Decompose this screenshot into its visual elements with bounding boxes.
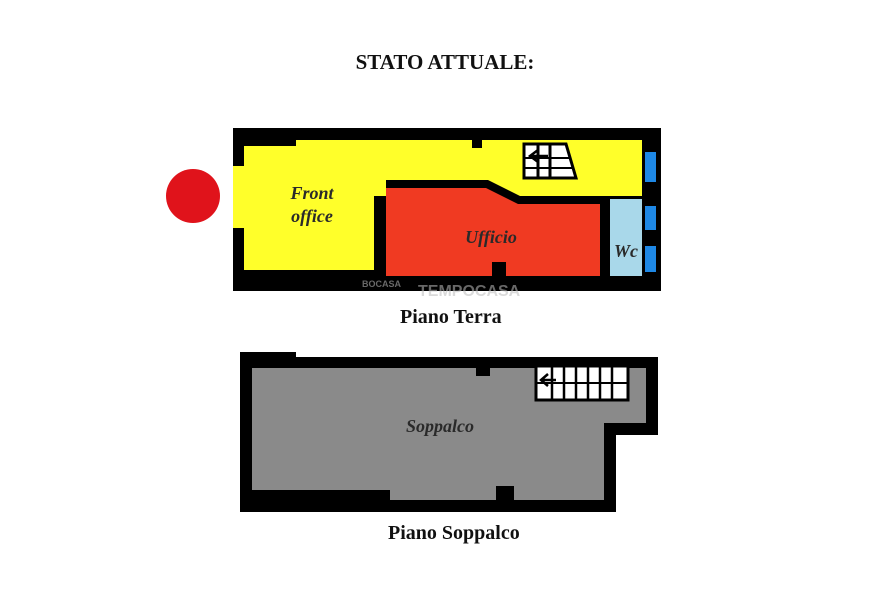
staircase-ground — [522, 142, 579, 180]
wc-label: Wc — [614, 241, 638, 261]
mezzanine-floor-caption: Piano Soppalco — [388, 522, 520, 544]
window-2 — [645, 206, 656, 230]
staircase-mezzanine — [534, 364, 630, 402]
soppalco-label: Soppalco — [406, 416, 474, 436]
wc-room — [610, 199, 642, 276]
ufficio-room — [386, 188, 600, 276]
wall-mark — [472, 140, 482, 148]
watermark-text-2: TEMPOCASA — [418, 283, 521, 300]
entrance-marker — [166, 169, 220, 223]
watermark-text-1: BOCASA — [362, 279, 402, 289]
ground-floor-caption: Piano Terra — [400, 306, 502, 328]
window-1 — [645, 152, 656, 182]
ufficio-wall-stub — [492, 262, 506, 276]
window-3 — [645, 246, 656, 272]
ground-floor-plan: Front office Ufficio Wc BOCASA TEMPOCASA — [233, 128, 661, 300]
page-title: STATO ATTUALE: — [355, 50, 535, 74]
mezzanine-floor-plan: Soppalco — [240, 352, 658, 512]
ufficio-label: Ufficio — [465, 227, 517, 247]
front-office-label-line1: Front — [289, 183, 334, 203]
front-office-label-line2: office — [291, 206, 333, 226]
entrance-opening — [233, 166, 244, 228]
